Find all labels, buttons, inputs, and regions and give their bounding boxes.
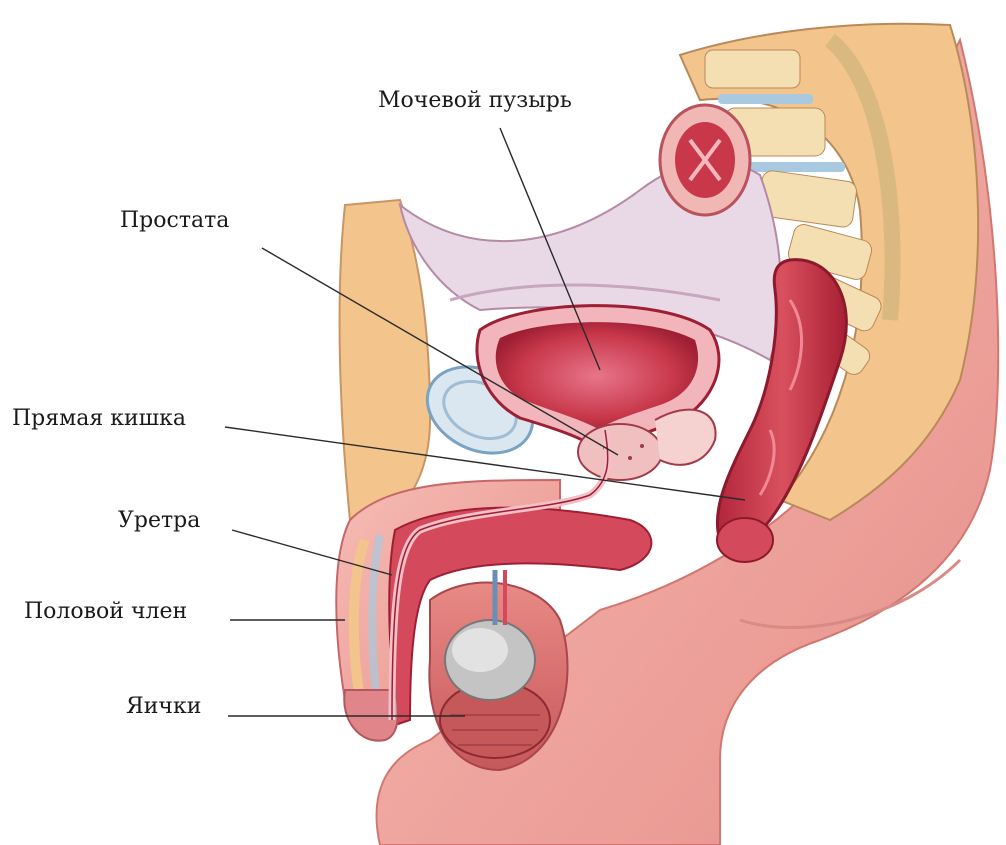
label-bladder: Мочевой пузырь bbox=[378, 88, 572, 114]
label-prostate: Простата bbox=[120, 208, 229, 234]
scrotum bbox=[429, 570, 567, 770]
label-urethra: Уретра bbox=[118, 508, 200, 534]
label-penis: Половой член bbox=[24, 599, 187, 625]
sigmoid-colon bbox=[660, 105, 750, 215]
label-testes: Яички bbox=[126, 694, 201, 720]
label-rectum: Прямая кишка bbox=[12, 406, 186, 432]
